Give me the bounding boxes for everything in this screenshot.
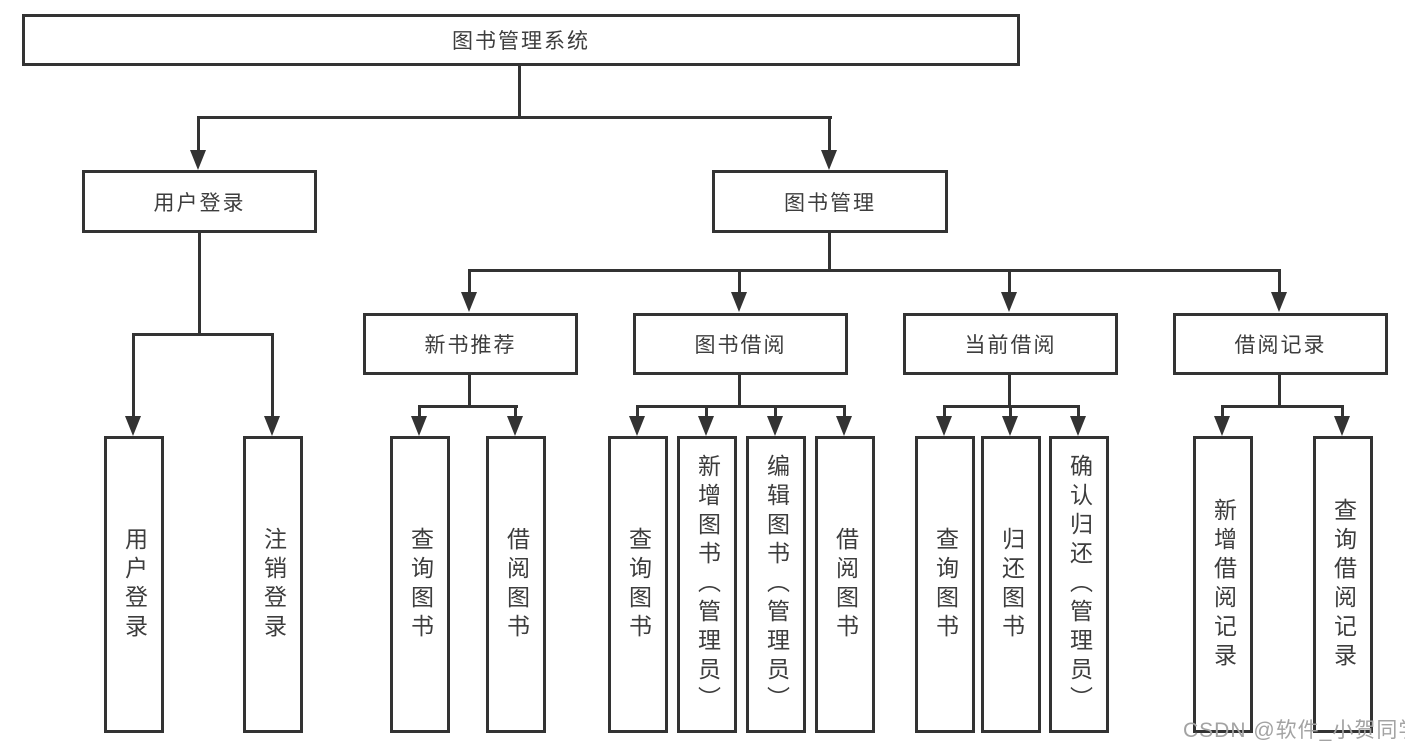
arrowhead-br-add-icon (1214, 416, 1230, 436)
leaf-bb-edit-books-admin: 编辑图书（管理员） (746, 436, 806, 733)
connector-user-login-stem (198, 233, 201, 335)
arrowhead-nbr-query-icon (411, 416, 427, 436)
arrowhead-bb-add-icon (698, 416, 714, 436)
connector-nbr-stem (468, 375, 471, 408)
connector-book-management-stem (828, 233, 831, 272)
connector-root-stem (518, 66, 521, 117)
connector-to-cb-query (943, 405, 946, 417)
connector-user-login-bar (132, 333, 274, 336)
arrowhead-br-query-icon (1334, 416, 1350, 436)
connector-to-book-management (828, 116, 831, 151)
arrowhead-cb-confirm-icon (1070, 416, 1086, 436)
arrowhead-bb-edit-icon (767, 416, 783, 436)
leaf-bb-borrow-books: 借阅图书 (815, 436, 875, 733)
leaf-logout: 注销登录 (243, 436, 303, 733)
csdn-watermark: CSDN @软件_小贺同学 (1183, 719, 1405, 742)
connector-to-bb-query (636, 405, 639, 417)
leaf-bb-add-books-admin: 新增图书（管理员） (677, 436, 737, 733)
arrowhead-user-login-icon (190, 150, 206, 170)
arrowhead-nbr-borrow-icon (507, 416, 523, 436)
connector-level3-bar (468, 269, 1281, 272)
connector-to-br-query (1341, 405, 1344, 417)
connector-to-br-add (1221, 405, 1224, 417)
connector-br-bar (1221, 405, 1344, 408)
connector-to-cb-return (1009, 405, 1012, 417)
leaf-nbr-borrow-books: 借阅图书 (486, 436, 546, 733)
leaf-user-login: 用户登录 (104, 436, 164, 733)
connector-to-book-borrowing (738, 269, 741, 295)
connector-to-bb-edit (774, 405, 777, 417)
arrowhead-book-management-icon (821, 150, 837, 170)
leaf-cb-query-books: 查询图书 (915, 436, 975, 733)
connector-bb-stem (738, 375, 741, 408)
arrowhead-current-borrowing-icon (1001, 292, 1017, 312)
connector-level2-bar (197, 116, 832, 119)
arrowhead-leaf-logout-icon (264, 416, 280, 436)
node-current-borrowing: 当前借阅 (903, 313, 1118, 375)
connector-cb-stem (1008, 375, 1011, 408)
connector-to-current-borrowing (1008, 269, 1011, 295)
connector-to-bb-add (705, 405, 708, 417)
leaf-br-query-borrow-record: 查询借阅记录 (1313, 436, 1373, 733)
leaf-cb-return-books: 归还图书 (981, 436, 1041, 733)
node-book-borrowing: 图书借阅 (633, 313, 848, 375)
arrowhead-bb-borrow-icon (836, 416, 852, 436)
connector-to-nbr-borrow (514, 405, 517, 417)
connector-to-borrowing-records (1278, 269, 1281, 295)
connector-to-user-login (197, 116, 200, 151)
node-library-management-system: 图书管理系统 (22, 14, 1020, 66)
connector-bb-bar (636, 405, 846, 408)
connector-to-leaf-logout (271, 333, 274, 417)
node-book-management: 图书管理 (712, 170, 948, 233)
connector-to-nbr-query (418, 405, 421, 417)
connector-to-leaf-user-login (132, 333, 135, 417)
leaf-bb-query-books: 查询图书 (608, 436, 668, 733)
connector-to-cb-confirm (1077, 405, 1080, 417)
node-borrowing-records: 借阅记录 (1173, 313, 1388, 375)
connector-to-bb-borrow (843, 405, 846, 417)
connector-nbr-bar (418, 405, 518, 408)
arrowhead-bb-query-icon (629, 416, 645, 436)
arrowhead-leaf-user-login-icon (125, 416, 141, 436)
connector-br-stem (1278, 375, 1281, 408)
leaf-cb-confirm-return-admin: 确认归还（管理员） (1049, 436, 1109, 733)
arrowhead-borrowing-records-icon (1271, 292, 1287, 312)
arrowhead-book-borrowing-icon (731, 292, 747, 312)
leaf-nbr-query-books: 查询图书 (390, 436, 450, 733)
node-new-book-recommend: 新书推荐 (363, 313, 578, 375)
leaf-br-add-borrow-record: 新增借阅记录 (1193, 436, 1253, 733)
arrowhead-cb-query-icon (936, 416, 952, 436)
node-user-login: 用户登录 (82, 170, 317, 233)
arrowhead-new-book-recommend-icon (461, 292, 477, 312)
connector-to-new-book-recommend (468, 269, 471, 295)
arrowhead-cb-return-icon (1002, 416, 1018, 436)
